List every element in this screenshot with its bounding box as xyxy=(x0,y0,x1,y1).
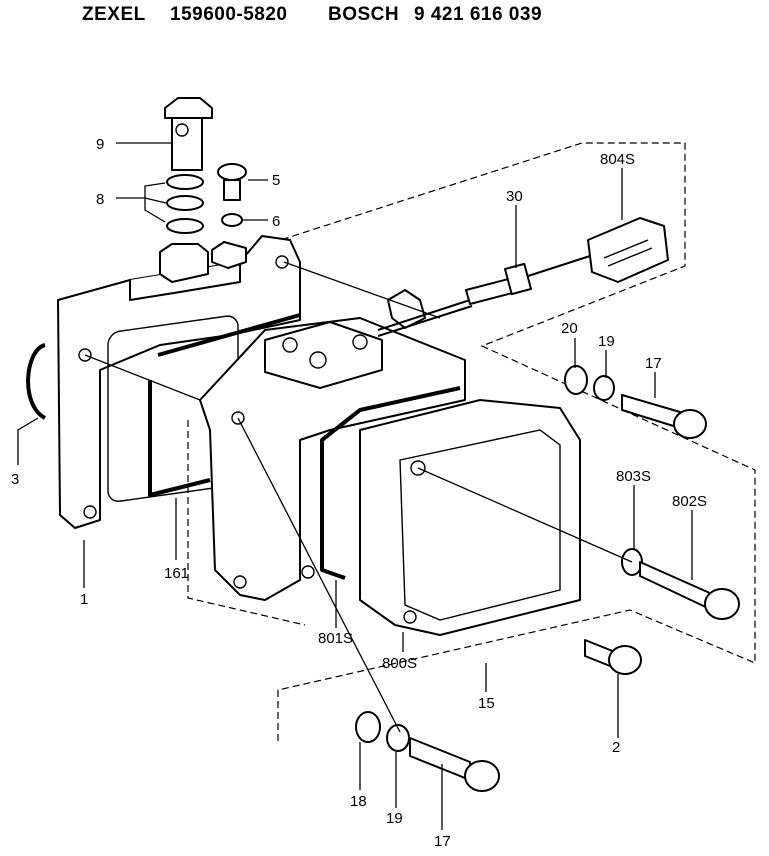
bolt-802s xyxy=(639,561,740,620)
label-800s: 800S xyxy=(382,655,417,672)
label-30: 30 xyxy=(506,188,523,205)
label-20: 20 xyxy=(561,320,578,337)
label-802s: 802S xyxy=(672,493,707,510)
banjo-bolt-9 xyxy=(164,97,213,171)
washer-8c xyxy=(166,218,204,234)
label-5: 5 xyxy=(272,172,280,189)
label-19-upper: 19 xyxy=(598,333,615,350)
washer-8a xyxy=(166,174,204,190)
label-15: 15 xyxy=(478,695,495,712)
label-9: 9 xyxy=(96,136,104,153)
brand-bosch: BOSCH xyxy=(328,4,400,25)
label-2: 2 xyxy=(612,739,620,756)
bolt-axis-lines xyxy=(84,261,633,733)
washer-20 xyxy=(564,365,588,395)
callout-labels: 9 8 5 6 3 1 161 30 804S 20 19 17 803S 80… xyxy=(11,136,707,850)
o-ring-3 xyxy=(26,343,47,420)
label-19-lower: 19 xyxy=(386,810,403,827)
cover-800s xyxy=(359,399,581,636)
connector-804s xyxy=(587,217,669,283)
bolt-17b xyxy=(409,737,500,792)
assembly-dashed-outline xyxy=(187,142,756,745)
bosch-part-number: 9 421 616 039 xyxy=(414,4,543,25)
bolt-17a xyxy=(621,394,707,439)
zexel-part-number: 159600-5820 xyxy=(170,4,288,25)
brand-zexel: ZEXEL xyxy=(82,4,146,25)
screw-5 xyxy=(217,163,247,201)
label-17-lower: 17 xyxy=(434,833,451,850)
label-18: 18 xyxy=(350,793,367,810)
label-3: 3 xyxy=(11,471,19,488)
screw-seat xyxy=(211,241,247,269)
label-804s: 804S xyxy=(600,151,635,168)
label-801s: 801S xyxy=(318,630,353,647)
leader-lines xyxy=(17,142,693,830)
label-17-upper: 17 xyxy=(645,355,662,372)
washer-6 xyxy=(221,213,243,227)
screw-2 xyxy=(584,639,642,675)
washer-8b xyxy=(166,195,204,211)
gasket-161 xyxy=(148,313,301,497)
label-6: 6 xyxy=(272,213,280,230)
label-161: 161 xyxy=(164,565,189,582)
label-8: 8 xyxy=(96,191,104,208)
label-803s: 803S xyxy=(616,468,651,485)
fitting-nut xyxy=(159,243,209,283)
label-1: 1 xyxy=(80,591,88,608)
gasket-801s xyxy=(320,386,461,580)
wire-harness-30 xyxy=(377,255,591,337)
washer-18 xyxy=(355,711,381,743)
lock-washer-19a xyxy=(593,375,615,401)
